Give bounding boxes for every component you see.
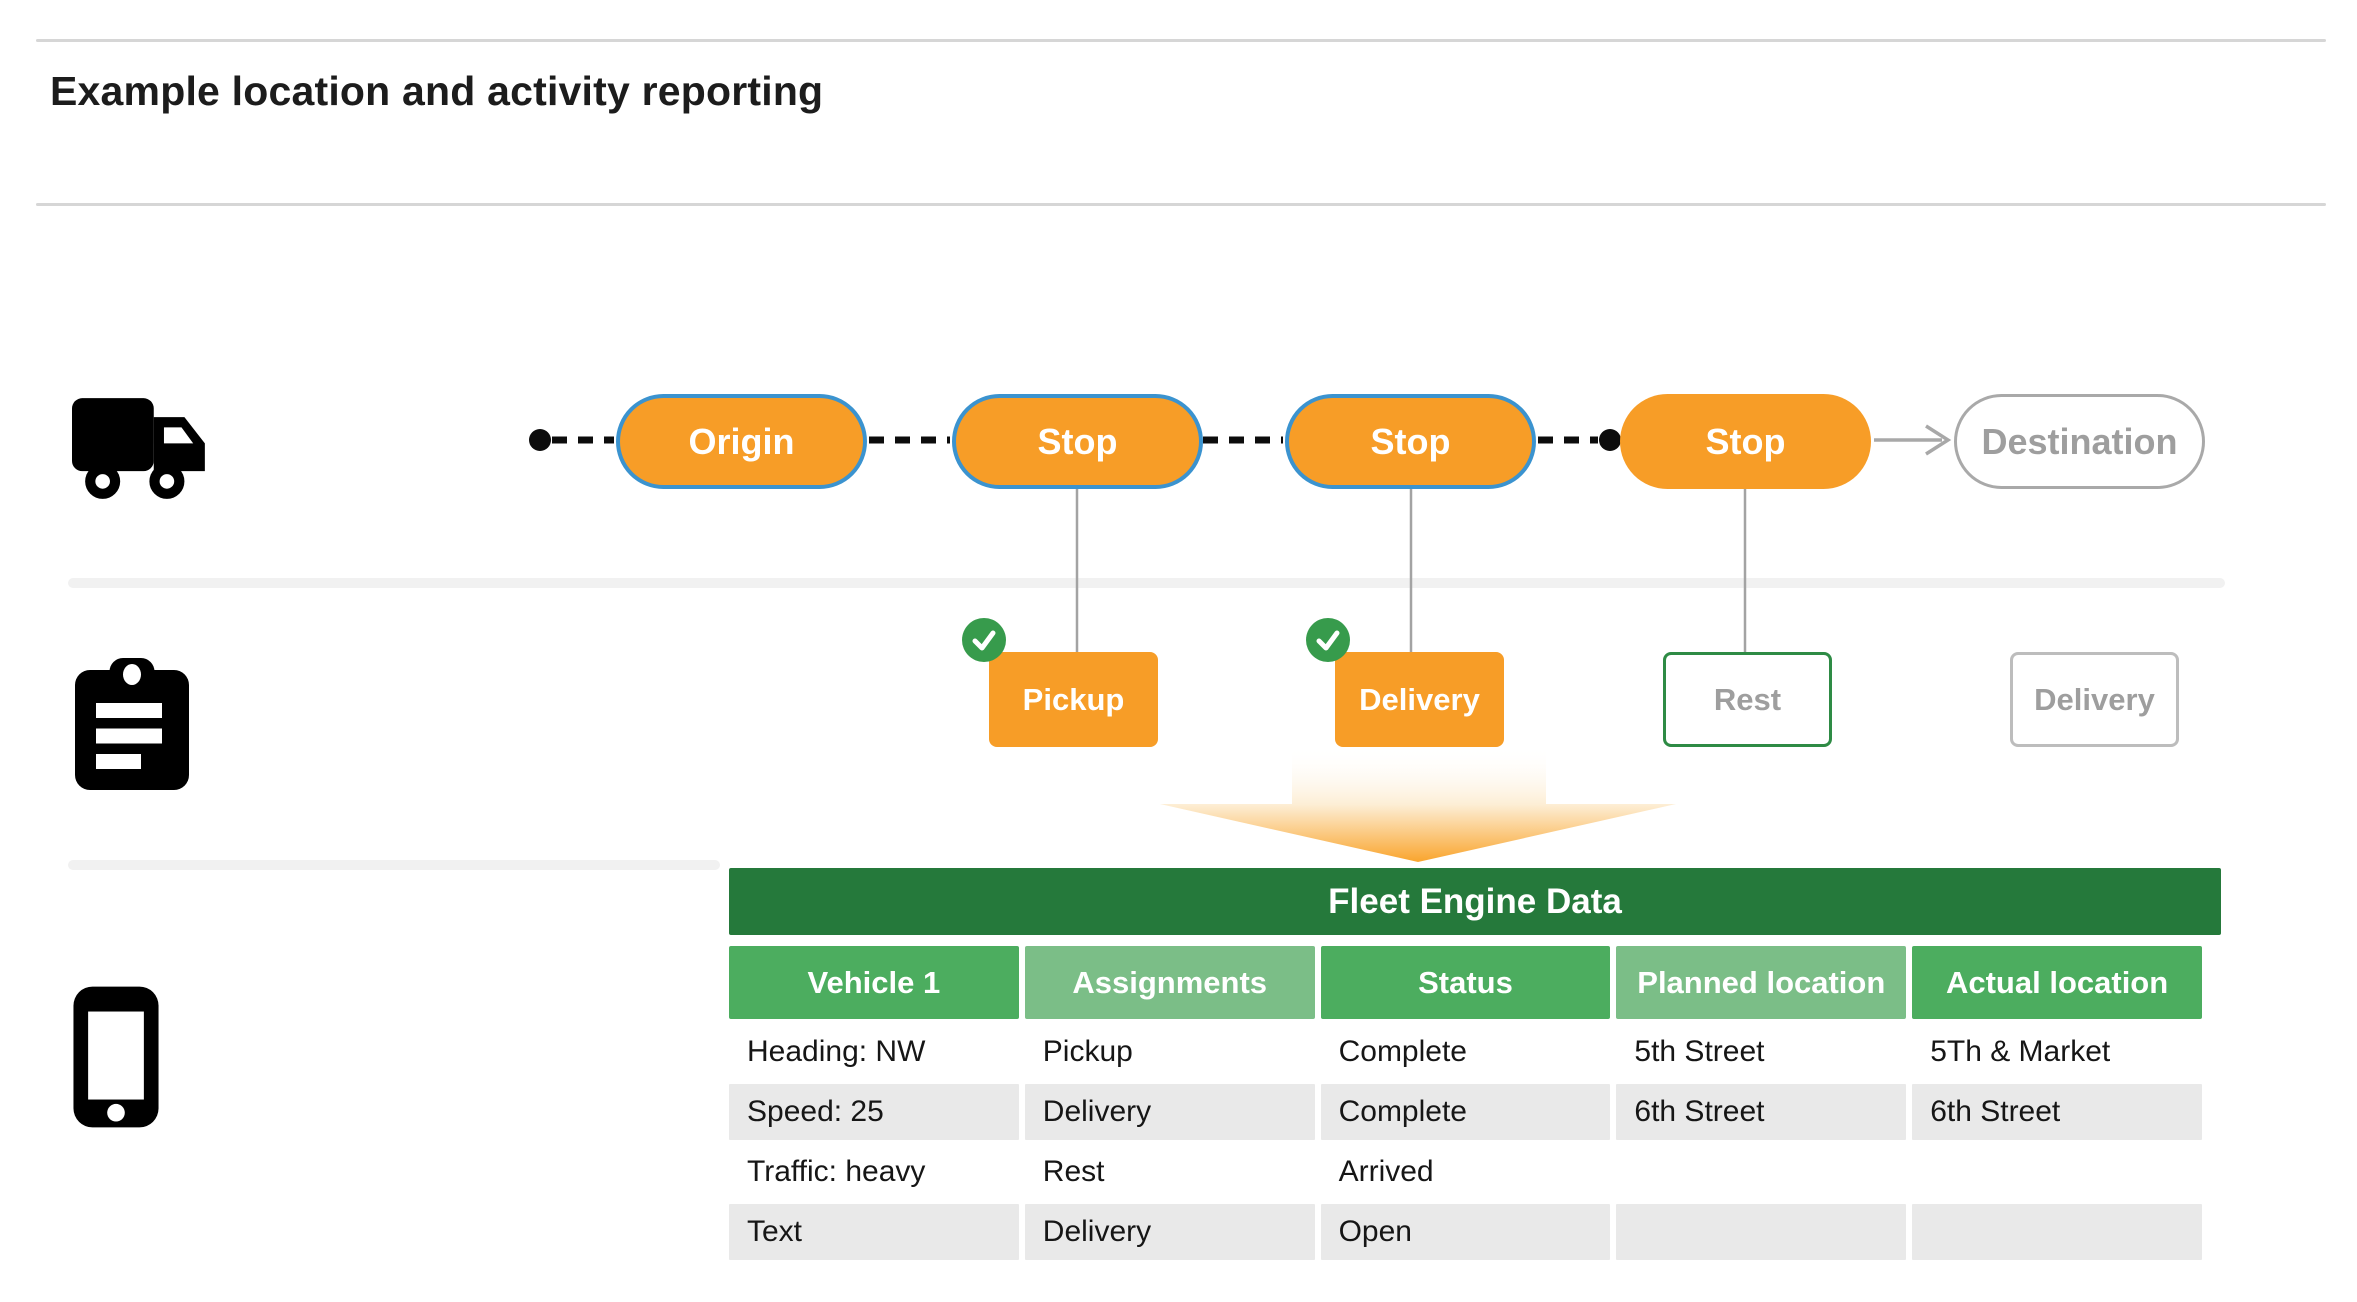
- table-cell: Open: [1320, 1204, 1611, 1260]
- column-header-assignments: Assignments: [1024, 946, 1315, 1019]
- table-cell: Rest: [1024, 1144, 1315, 1200]
- column-header-planned-location: Planned location: [1616, 946, 1907, 1019]
- table-row: Traffic: heavy Rest Arrived: [729, 1144, 2202, 1200]
- check-icon: [962, 618, 1006, 662]
- section-divider-data: [68, 860, 720, 870]
- data-flow-arrow: [1160, 747, 1676, 862]
- truck-icon: [72, 398, 205, 499]
- route-node-stop-1: Stop: [952, 394, 1203, 489]
- activity-label: Pickup: [1022, 681, 1125, 717]
- route-node-destination: Destination: [1954, 394, 2205, 489]
- column-header-status: Status: [1320, 946, 1611, 1019]
- route-node-label: Origin: [688, 420, 795, 462]
- route-node-label: Stop: [1705, 420, 1786, 462]
- table-cell: Speed: 25: [729, 1084, 1019, 1140]
- route-start-dot: [529, 429, 551, 451]
- vehicle-position-dot: [1599, 429, 1621, 451]
- table-cell: Arrived: [1320, 1144, 1611, 1200]
- activity-pickup: Pickup: [989, 652, 1158, 747]
- table-cell: 5th Street: [1616, 1024, 1907, 1080]
- table-cell: [1912, 1144, 2202, 1200]
- table-title-banner: Fleet Engine Data: [729, 868, 2221, 935]
- activity-delivery: Delivery: [1335, 652, 1504, 747]
- table-cell: Traffic: heavy: [729, 1144, 1019, 1200]
- check-icon: [1306, 618, 1350, 662]
- activity-label: Rest: [1713, 681, 1782, 717]
- table-cell: Delivery: [1024, 1084, 1315, 1140]
- column-header-actual-location: Actual location: [1912, 946, 2202, 1019]
- activity-label: Delivery: [1359, 681, 1480, 717]
- table-cell: 5Th & Market: [1912, 1024, 2202, 1080]
- route-node-stop-3: Stop: [1620, 394, 1871, 489]
- route-node-stop-2: Stop: [1285, 394, 1536, 489]
- table-row: Text Delivery Open: [729, 1204, 2202, 1260]
- activity-delivery-planned: Delivery: [2010, 652, 2179, 747]
- table-row: Speed: 25 Delivery Complete 6th Street 6…: [729, 1084, 2202, 1140]
- title-bottom-rule: [36, 203, 2326, 206]
- table-cell: Complete: [1320, 1084, 1611, 1140]
- top-rule: [36, 39, 2326, 42]
- table-cell: Delivery: [1024, 1204, 1315, 1260]
- clipboard-icon: [75, 658, 189, 790]
- activity-rest: Rest: [1663, 652, 1832, 747]
- column-header-vehicle: Vehicle 1: [729, 946, 1019, 1019]
- table-cell: Heading: NW: [729, 1024, 1019, 1080]
- route-node-origin: Origin: [616, 394, 867, 489]
- route-node-label: Stop: [1037, 420, 1118, 462]
- destination-arrowhead: [1925, 424, 1952, 456]
- route-node-label: Stop: [1370, 420, 1451, 462]
- table-header-row: Vehicle 1 Assignments Status Planned loc…: [729, 946, 2202, 1019]
- table-cell: [1616, 1144, 1907, 1200]
- table-cell: Pickup: [1024, 1024, 1315, 1080]
- route-node-label: Destination: [1981, 420, 2178, 462]
- table-cell: 6th Street: [1912, 1084, 2202, 1140]
- phone-icon: [73, 986, 159, 1128]
- table-cell: [1912, 1204, 2202, 1260]
- activity-label: Delivery: [2034, 681, 2155, 717]
- table-row: Heading: NW Pickup Complete 5th Street 5…: [729, 1024, 2202, 1080]
- table-cell: Complete: [1320, 1024, 1611, 1080]
- table-cell: [1616, 1204, 1907, 1260]
- section-divider-activities: [68, 578, 2225, 588]
- table-cell: Text: [729, 1204, 1019, 1260]
- page-title: Example location and activity reporting: [50, 68, 824, 114]
- table-cell: 6th Street: [1616, 1084, 1907, 1140]
